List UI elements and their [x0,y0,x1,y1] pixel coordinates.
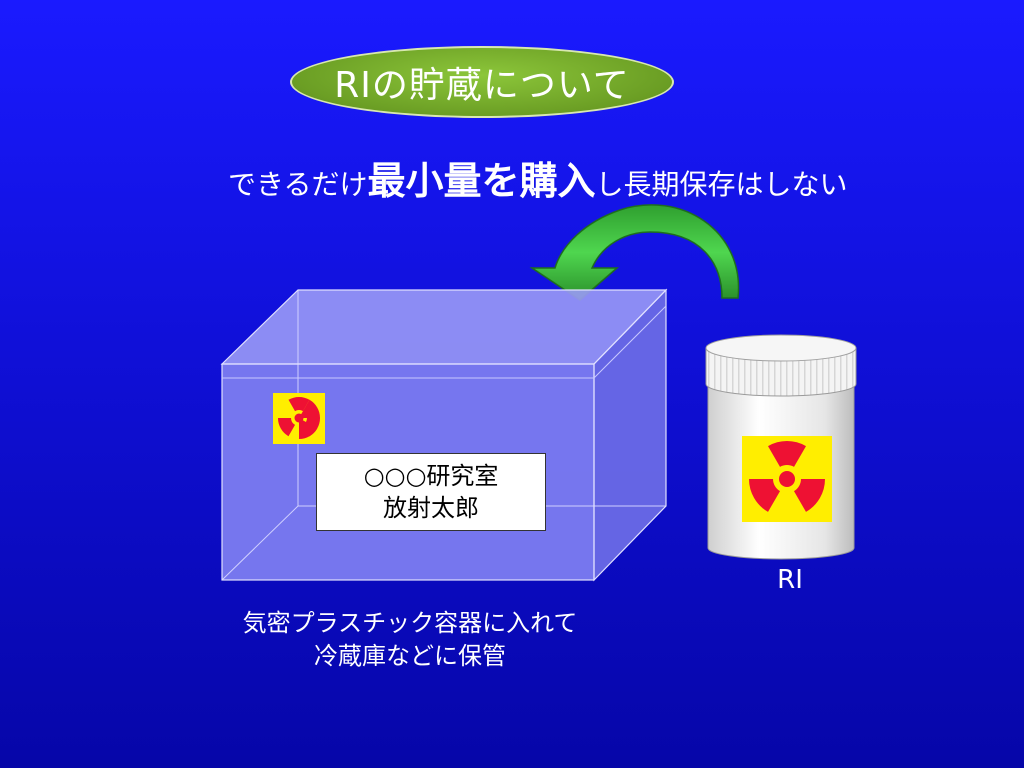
container-name-label: ○○○研究室 放射太郎 [316,453,546,531]
subtitle-post: し長期保存はしない [595,168,848,201]
curved-arrow-icon [529,204,740,301]
caption-line-2: 冷蔵庫などに保管 [314,642,506,670]
label-person-name: 放射太郎 [383,494,479,522]
slide-title: RIの貯蔵について [334,65,630,106]
subtitle: できるだけ最小量を購入し長期保存はしない [228,150,968,205]
label-lab-name: ○○○研究室 [363,462,499,490]
subtitle-emphasis: 最小量を購入 [367,159,596,203]
caption-line-1: 気密プラスチック容器に入れて [242,609,578,637]
storage-caption: 気密プラスチック容器に入れて 冷蔵庫などに保管 [200,607,620,673]
ri-label: RI [777,565,803,595]
subtitle-pre: できるだけ [228,168,368,201]
title-oval: RIの貯蔵について [290,46,674,118]
radiation-trefoil-icon [273,393,325,444]
radiation-trefoil-icon [749,441,825,512]
